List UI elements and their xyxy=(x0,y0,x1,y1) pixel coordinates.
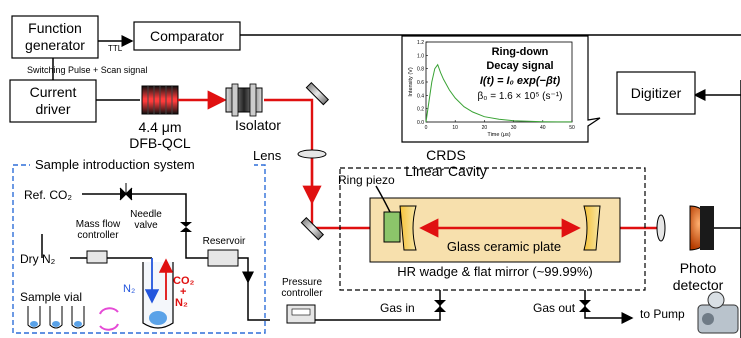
swap-arrows-icon xyxy=(99,307,119,331)
ref-co2-label: Ref. CO₂ xyxy=(24,188,72,202)
ttl-label: TTL xyxy=(108,44,123,53)
reservoir-icon xyxy=(207,249,239,267)
isolator-label: Isolator xyxy=(235,117,281,133)
sample-vial-label: Sample vial xyxy=(20,290,82,304)
inset-ytick-label: 0.8 xyxy=(417,67,424,73)
n2-red-label: N₂ xyxy=(175,297,188,309)
inset-xtick-label: 10 xyxy=(452,125,458,131)
inset-ytick-label: 0.2 xyxy=(417,107,424,113)
needle-valve-label-2: valve xyxy=(134,220,158,231)
digitizer-box: Digitizer xyxy=(616,71,696,115)
switching-pulse-label: Switching Pulse + Scan signal xyxy=(27,65,147,75)
inset-equation: I(t) = I₀ exp(−βt) xyxy=(480,75,561,87)
sample-system-frame xyxy=(12,164,266,334)
sample-vials-icon xyxy=(27,306,85,329)
mirror-label: HR wadge & flat mirror (~99.99%) xyxy=(397,264,592,279)
function-generator-label-1: Function xyxy=(28,20,82,36)
inset-xlabel: Time (μs) xyxy=(487,132,510,138)
gas-main-line xyxy=(247,280,270,321)
inset-title-1: Ring-down xyxy=(492,46,549,58)
ring-piezo xyxy=(383,211,401,243)
plus-label: + xyxy=(180,286,186,298)
photo-detector-label-2: detector xyxy=(673,277,724,293)
glass-plate-label: Glass ceramic plate xyxy=(447,239,561,254)
digitizer-label: Digitizer xyxy=(631,85,682,101)
valve-icon xyxy=(180,222,192,232)
sample-vial-main xyxy=(142,262,174,329)
current-driver-label-1: Current xyxy=(30,84,77,100)
inset-ytick-label: 1.2 xyxy=(417,40,424,46)
cavity-enclosure xyxy=(339,167,646,291)
n2-blue-label: N₂ xyxy=(123,283,135,295)
photo-detector-label-1: Photo xyxy=(680,260,717,276)
sample-system-title: Sample introduction system xyxy=(35,157,195,172)
current-driver-label-2: driver xyxy=(35,101,70,117)
reservoir-outlet-line xyxy=(238,257,254,284)
mass-flow-label-1: Mass flow xyxy=(76,219,121,230)
dry-n2-label: Dry N₂ xyxy=(20,252,56,266)
mass-flow-controller-icon xyxy=(86,250,108,264)
pressure-controller-icon xyxy=(286,304,316,324)
crds-label-1: CRDS xyxy=(426,147,466,163)
inset-xtick-label: 0 xyxy=(425,125,428,131)
function-generator-box: Function generator xyxy=(11,15,99,59)
inset-title-2: Decay signal xyxy=(486,60,553,72)
inset-ytick-label: 0.0 xyxy=(417,120,424,126)
gas-in-line xyxy=(305,290,441,321)
to-pump-label: to Pump xyxy=(640,307,685,321)
ref-co2-line-2 xyxy=(132,193,187,222)
inset-ylabel: Intensity (V) xyxy=(408,67,414,97)
gas-out-label: Gas out xyxy=(533,301,576,315)
co2-red-label: CO₂ xyxy=(173,275,195,287)
inset-beta: β₀ = 1.6 × 10⁵ (s⁻¹) xyxy=(478,91,563,102)
pump-icon xyxy=(697,291,739,334)
qcl-label-2: DFB-QCL xyxy=(129,135,191,151)
ring-piezo-pointer xyxy=(375,185,391,213)
crds-label-2: Linear Cavity xyxy=(405,163,487,179)
pressure-controller-label-1: Pressure xyxy=(282,277,322,288)
steering-mirror-top xyxy=(305,81,330,106)
gas-in-valve-icon xyxy=(434,300,446,312)
gas-in-label: Gas in xyxy=(380,301,415,315)
qcl-label-1: 4.4 μm xyxy=(138,119,181,135)
lens-icon xyxy=(297,149,327,159)
inset-xtick-label: 50 xyxy=(569,125,575,131)
pressure-controller-label-2: controller xyxy=(281,288,323,299)
inset-ytick-label: 0.4 xyxy=(417,93,424,99)
gas-out-line xyxy=(584,290,634,324)
function-generator-label-2: generator xyxy=(25,37,85,53)
qcl-laser xyxy=(141,85,179,115)
hr-flat-mirror-right xyxy=(583,205,601,251)
hr-wedge-mirror-left xyxy=(399,205,417,251)
inset-ytick-label: 1.0 xyxy=(417,53,424,59)
needle-valve-icon xyxy=(119,183,133,201)
comparator-label: Comparator xyxy=(150,28,224,44)
ringdown-series-line xyxy=(425,63,572,123)
sample-system-title-bg xyxy=(30,158,254,172)
lens-label: Lens xyxy=(253,148,282,163)
inset-xtick-label: 40 xyxy=(540,125,546,131)
photo-detector-housing xyxy=(700,206,714,250)
inset-ytick-label: 0.6 xyxy=(417,80,424,86)
ring-piezo-label: Ring piezo xyxy=(338,173,395,187)
needle-valve-label-1: Needle xyxy=(130,209,162,220)
steering-mirror-bottom xyxy=(300,216,325,241)
output-lens-icon xyxy=(656,214,666,242)
inset-xtick-label: 20 xyxy=(482,125,488,131)
inset-xtick-label: 30 xyxy=(511,125,517,131)
reservoir-label: Reservoir xyxy=(203,236,246,247)
gas-out-valve-icon xyxy=(579,300,591,312)
mass-flow-label-2: controller xyxy=(77,230,119,241)
isolator xyxy=(225,83,263,117)
comparator-box: Comparator xyxy=(133,21,241,51)
current-driver-box: Current driver xyxy=(9,79,97,123)
